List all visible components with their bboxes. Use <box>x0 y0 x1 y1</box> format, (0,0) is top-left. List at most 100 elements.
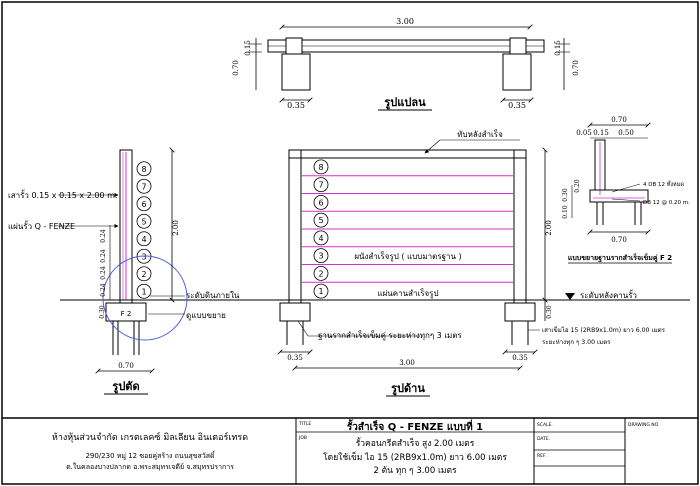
section-dim-sp-3: 0.24 <box>100 266 107 280</box>
detail-dim-h1: 0.30 <box>562 188 569 202</box>
detail-dim-a: 0.05 <box>576 129 592 137</box>
company-address-2: ต.ในคลองบางปลากด อ.พระสมุทรเจดีย์ จ.สมุท… <box>66 462 234 471</box>
elevation-pile-note-1: เสาเข็มไอ 15 (2RB9x1.0m) ยาว 6.00 เมตร <box>542 325 666 334</box>
elevation-cap <box>288 149 527 159</box>
elevation-panel-number: 8 <box>318 163 323 172</box>
drawing-no-caption: DRAWING NO. <box>628 422 659 428</box>
section-dim-sp-4: 0.24 <box>100 283 107 297</box>
elevation-wall-label: ผนังสำเร็จรูป ( แบบมาตรฐาน ) <box>354 251 461 262</box>
detail-rebar-1: 4 DB 12 ทั้งหมด <box>643 180 684 188</box>
elevation-panel-number: 3 <box>318 252 323 261</box>
elevation-dim-right: 0.35 <box>512 354 528 362</box>
elevation-footing-left <box>279 302 311 322</box>
detail-rebar-2: DB 12 @ 0.20 m. <box>643 200 690 206</box>
section-panel-number: 5 <box>141 217 146 226</box>
section-panel-label: แผ่นรั้ว Q - FENZE <box>8 220 75 231</box>
detail-view: 0.70 0.05 0.15 0.50 0.30 0.20 0.10 4 DB … <box>562 116 690 264</box>
elevation-panel-circle <box>313 194 329 210</box>
plan-footing-left <box>281 53 311 91</box>
plan-dim-top-left: 0.15 <box>244 40 252 56</box>
date-caption: DATE. <box>537 436 550 442</box>
elevation-panel-circle <box>313 177 329 193</box>
elevation-cap-label: ทับหลังสำเร็จ <box>457 129 503 139</box>
elevation-title: รูปด้าน <box>391 382 425 396</box>
elevation-panel-circle <box>313 265 329 281</box>
section-panel-number: 2 <box>141 270 146 279</box>
elevation-ground-label: ระดับหลังคานรั้ว <box>580 289 637 300</box>
section-panel-circle <box>136 196 152 212</box>
section-view: 8 7 6 5 4 3 2 1 F 2 2.00 0.24 0.24 0.24 0.24 0.… <box>8 150 690 395</box>
elevation-panel-number: 1 <box>318 287 323 296</box>
section-footing <box>105 302 147 322</box>
section-panel-circle <box>136 161 152 177</box>
elevation-panel-number: 2 <box>318 269 323 278</box>
plan-footing-right <box>502 53 532 91</box>
elevation-dim-left: 0.35 <box>287 354 303 362</box>
section-dim-height: 2.00 <box>172 220 180 236</box>
elevation-panel-number: 6 <box>318 198 323 207</box>
section-panel-circle <box>136 266 152 282</box>
elevation-pile-note-2: ระยะห่างทุก ๆ 3.00 เมตร <box>542 339 611 346</box>
elevation-post-right <box>513 149 527 304</box>
elevation-dim-height: 2.00 <box>545 220 553 236</box>
elevation-panel-number: 5 <box>318 216 323 225</box>
section-panel-number: 4 <box>141 235 146 244</box>
detail-dim-b: 0.15 <box>593 129 609 137</box>
elevation-panel-circle <box>313 248 329 264</box>
section-panel-number: 7 <box>141 182 146 191</box>
section-dim-base: 0.70 <box>118 362 134 370</box>
detail-footing <box>589 189 649 203</box>
plan-title: รูปแปลน <box>384 96 426 110</box>
elevation-panel-circle <box>313 159 329 175</box>
section-panel-circle <box>136 178 152 194</box>
detail-dim-h3: 0.10 <box>562 205 569 219</box>
elevation-panel-circle <box>313 283 329 299</box>
plan-post-left <box>285 37 303 55</box>
section-dim-sp-1: 0.24 <box>100 229 107 243</box>
elevation-panel-number: 7 <box>318 181 323 190</box>
section-footing-tag: F 2 <box>121 310 132 318</box>
elevation-base-label: แผ่นคานสำเร็จรูป <box>377 288 438 299</box>
section-panel-circle <box>136 283 152 299</box>
elevation-dim-total: 3.00 <box>399 359 415 367</box>
drawing-title: รั้วสำเร็จ Q - FENZE แบบที่ 1 <box>347 419 483 433</box>
scale-caption: SCALE. <box>537 422 553 428</box>
plan-dim-right: 0.35 <box>508 101 526 110</box>
section-panel-circle <box>136 231 152 247</box>
job-line-2: โดยใช้เข็ม ไอ 15 (2RB9x1.0m) ยาว 6.00 เม… <box>323 451 507 463</box>
plan-dim-height-right: 0.70 <box>572 60 580 76</box>
company-address-1: 290/230 หมู่ 12 ซอยคู่สร้าง ถนนสุขสวัสดิ… <box>85 450 216 460</box>
elevation-panel-number: 4 <box>318 234 323 243</box>
elevation-dim-bottom: 0.30 <box>546 305 553 319</box>
section-detail-ref: ดูแบบขยาย <box>186 311 226 321</box>
plan-dim-left: 0.35 <box>287 101 305 110</box>
detail-dim-c: 0.50 <box>618 129 634 137</box>
job-line-1: รั้วคอนกรีตสำเร็จ สูง 2.00 เมตร <box>356 437 475 449</box>
elevation-panel-circle <box>313 212 329 228</box>
plan-dim-top-right: 0.15 <box>554 40 562 56</box>
job-caption: JOB <box>298 435 307 441</box>
section-panel-number: 3 <box>141 252 146 261</box>
section-panel-number: 1 <box>141 287 146 296</box>
detail-dim-base: 0.70 <box>611 236 627 244</box>
job-line-3: 2 ต้น ทุก ๆ 3.00 เมตร <box>373 465 457 476</box>
title-caption: TITLE <box>298 421 311 427</box>
detail-title: แบบขยายฐานรากสำเร็จเข็มคู่ F 2 <box>568 253 672 263</box>
section-panel-circle <box>136 213 152 229</box>
section-dim-bottom: 0.30 <box>99 305 106 319</box>
detail-dim-top: 0.70 <box>611 116 627 124</box>
section-panel-number: 8 <box>141 165 146 174</box>
section-ground-label: ระดับดินภายใน <box>186 291 240 300</box>
elevation-footing-label: ฐานรากสำเร็จเข็มคู่ ระยะห่างทุกๆ 3 เมตร <box>318 330 463 341</box>
section-dim-sp-2: 0.24 <box>100 249 107 263</box>
elevation-view: 8 7 6 5 4 3 2 1 ทับหลังสำเร็จ ผนังสำเร็จรูป ( แ… <box>279 129 666 397</box>
section-panel-number: 6 <box>141 200 146 209</box>
elevation-panel-circle <box>313 230 329 246</box>
plan-post-right <box>509 37 527 55</box>
detail-callout-circle <box>102 255 188 341</box>
plan-dim-height-left: 0.70 <box>232 60 240 76</box>
ref-caption: REF. <box>537 453 546 459</box>
company-name: ห้างหุ้นส่วนจำกัด เกรตเลคซ์ มิลเลียน อิน… <box>52 431 248 443</box>
